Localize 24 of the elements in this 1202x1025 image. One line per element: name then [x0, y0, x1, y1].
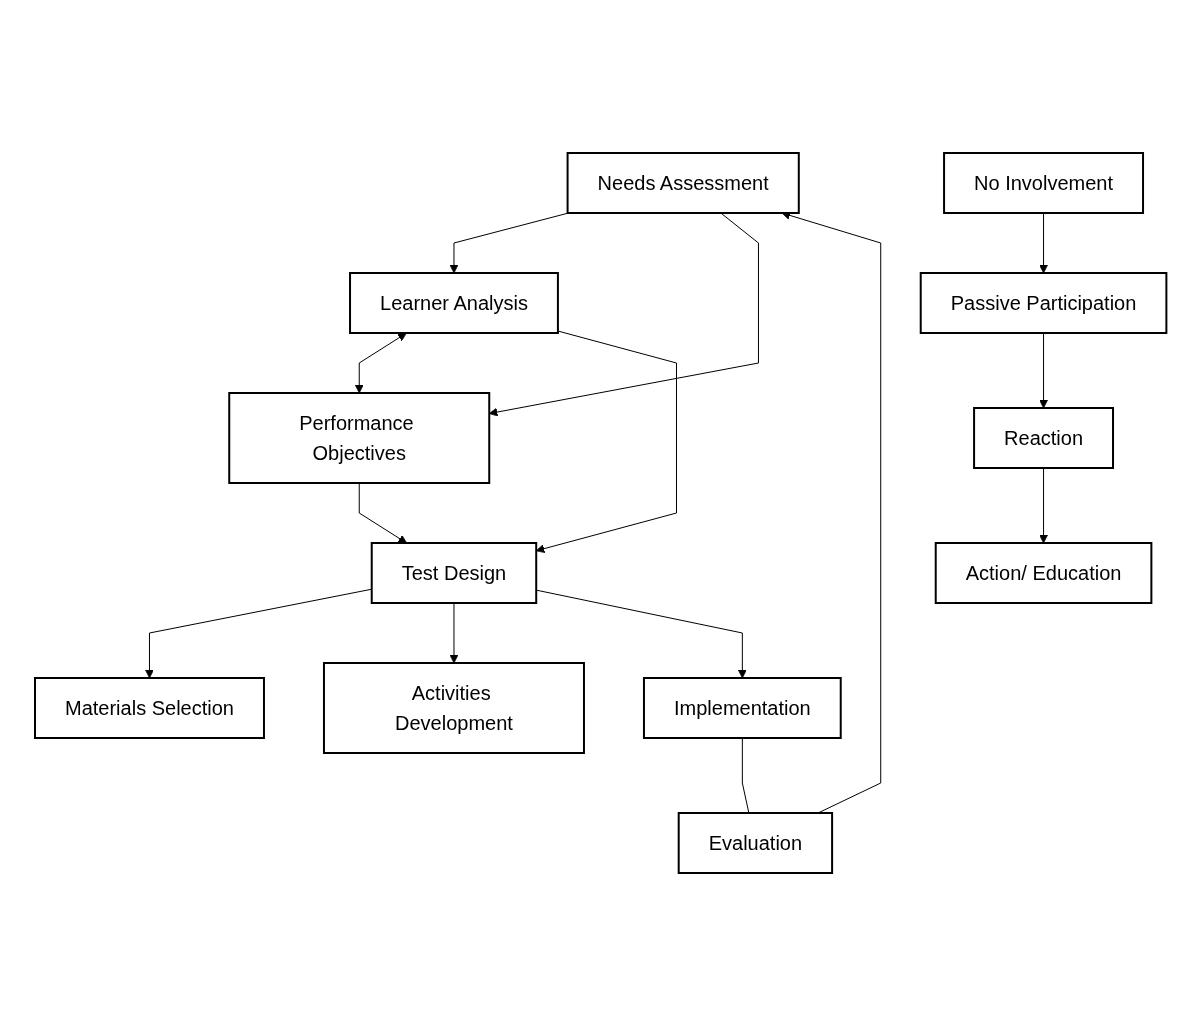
arrow [359, 482, 408, 543]
arrow [449, 602, 459, 663]
node-box: Passive Participation [920, 271, 1168, 334]
node-box: Learner Analysis [349, 271, 560, 334]
arrow [355, 332, 407, 393]
node-box: Test Design [371, 541, 538, 604]
node-box: Action/ Education [935, 541, 1153, 604]
node-box: Materials Selection [34, 676, 266, 739]
arrow [536, 589, 748, 678]
node-box: Evaluation [678, 811, 834, 874]
arrow [449, 212, 570, 273]
arrow [489, 212, 760, 416]
node-box: Reaction [973, 406, 1115, 469]
arrow [145, 588, 373, 678]
arrow [1039, 332, 1049, 408]
node-box: Implementation [643, 676, 843, 739]
arrow [536, 330, 678, 553]
connector [742, 737, 750, 813]
node-box: No Involvement [943, 151, 1145, 214]
arrow [1039, 467, 1049, 543]
arrow [1039, 212, 1049, 273]
node-box: Needs Assessment [566, 151, 801, 214]
node-box: Performance Objectives [228, 391, 491, 484]
node-box: Activities Development [323, 661, 586, 754]
